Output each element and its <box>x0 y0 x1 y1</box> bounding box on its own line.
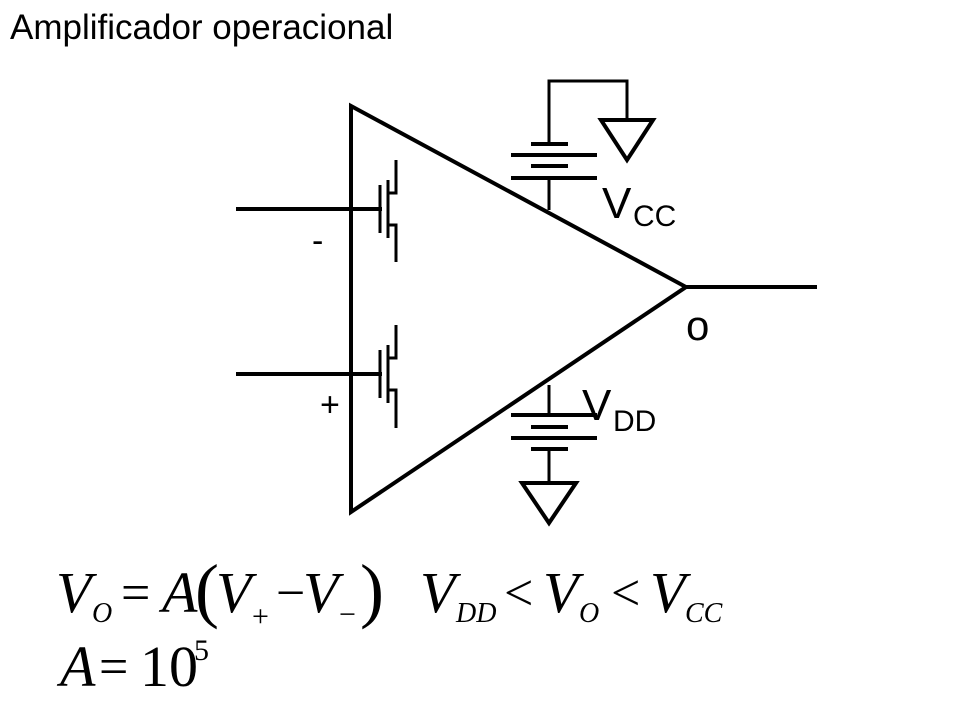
svg-text:A: A <box>56 634 96 699</box>
svg-text:A: A <box>158 560 198 625</box>
noninverting-input-label: + <box>320 386 340 424</box>
svg-text:DD: DD <box>613 405 656 438</box>
svg-text:DD: DD <box>455 598 496 629</box>
svg-text:+: + <box>252 600 269 633</box>
svg-text:O: O <box>579 598 599 629</box>
svg-text:V: V <box>602 179 632 228</box>
gain-equation: V O = A ( V + − V − ) <box>56 550 384 633</box>
svg-text:V: V <box>303 560 345 625</box>
svg-text:5: 5 <box>194 634 209 667</box>
svg-text:V: V <box>582 381 612 430</box>
opamp-triangle <box>349 102 690 516</box>
gain-value-equation: A = 10 5 <box>56 634 209 699</box>
ground-icon <box>518 481 580 527</box>
svg-text:10: 10 <box>140 634 198 699</box>
ground-icon <box>597 118 657 164</box>
svg-text:V: V <box>543 560 585 625</box>
svg-text:V: V <box>56 560 98 625</box>
vcc-label: V CC <box>602 179 676 233</box>
input-transistor-noninverting <box>378 325 398 428</box>
svg-text:CC: CC <box>633 200 676 233</box>
svg-text:O: O <box>92 598 112 629</box>
svg-text:−: − <box>339 598 356 631</box>
inverting-input-label: - <box>312 222 323 260</box>
svg-text:CC: CC <box>685 598 723 629</box>
output-label: o <box>686 302 709 349</box>
svg-text:<: < <box>611 565 640 622</box>
slide-title: Amplificador operacional <box>10 8 394 47</box>
vdd-supply <box>511 385 597 527</box>
range-equation: V DD < V O < V CC <box>420 560 723 629</box>
input-transistor-inverting <box>378 160 398 262</box>
svg-text:<: < <box>504 565 533 622</box>
svg-text:=: = <box>99 639 128 696</box>
svg-text:−: − <box>276 565 305 622</box>
vcc-supply <box>511 79 657 210</box>
svg-text:=: = <box>121 565 150 622</box>
vdd-label: V DD <box>582 381 656 438</box>
svg-text:): ) <box>360 550 384 630</box>
svg-text:(: ( <box>195 550 219 630</box>
svg-text:V: V <box>216 560 258 625</box>
svg-text:V: V <box>420 560 462 625</box>
svg-text:V: V <box>650 560 692 625</box>
